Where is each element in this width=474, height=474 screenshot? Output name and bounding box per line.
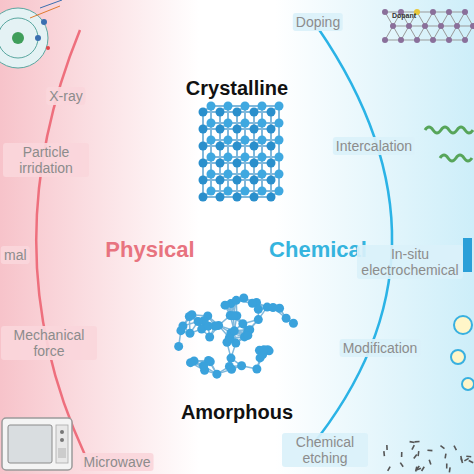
category-heading: Physical: [105, 237, 194, 262]
state-heading: Amorphous: [181, 401, 293, 424]
crystalline-lattice: [199, 102, 284, 202]
intercalation-coil: [425, 127, 473, 161]
dopant-lattice: [382, 9, 474, 43]
microwave-icon: [2, 418, 72, 470]
atom-icon: [0, 0, 62, 68]
method-label: Mechanical force: [1, 326, 97, 360]
method-label: mal: [1, 246, 30, 264]
amorphous-network: [174, 294, 298, 379]
method-label: Intercalation: [333, 137, 415, 155]
method-label: In-situ electrochemical: [357, 245, 463, 279]
method-label: Microwave: [81, 453, 154, 471]
method-label: Modification: [340, 339, 421, 357]
state-heading: Crystalline: [186, 77, 288, 100]
category-heading: Chemical: [269, 237, 367, 262]
modified-particle: [451, 316, 474, 390]
method-label: Particle irridation: [3, 143, 89, 177]
dopant-label: Dopant: [392, 12, 416, 20]
method-label: Doping: [293, 13, 343, 31]
method-label: X-ray: [46, 87, 85, 105]
method-label: Chemical etching: [282, 433, 368, 467]
etching-fragments: [383, 441, 474, 473]
physical-arc: [36, 30, 85, 455]
electrode: [463, 238, 472, 272]
